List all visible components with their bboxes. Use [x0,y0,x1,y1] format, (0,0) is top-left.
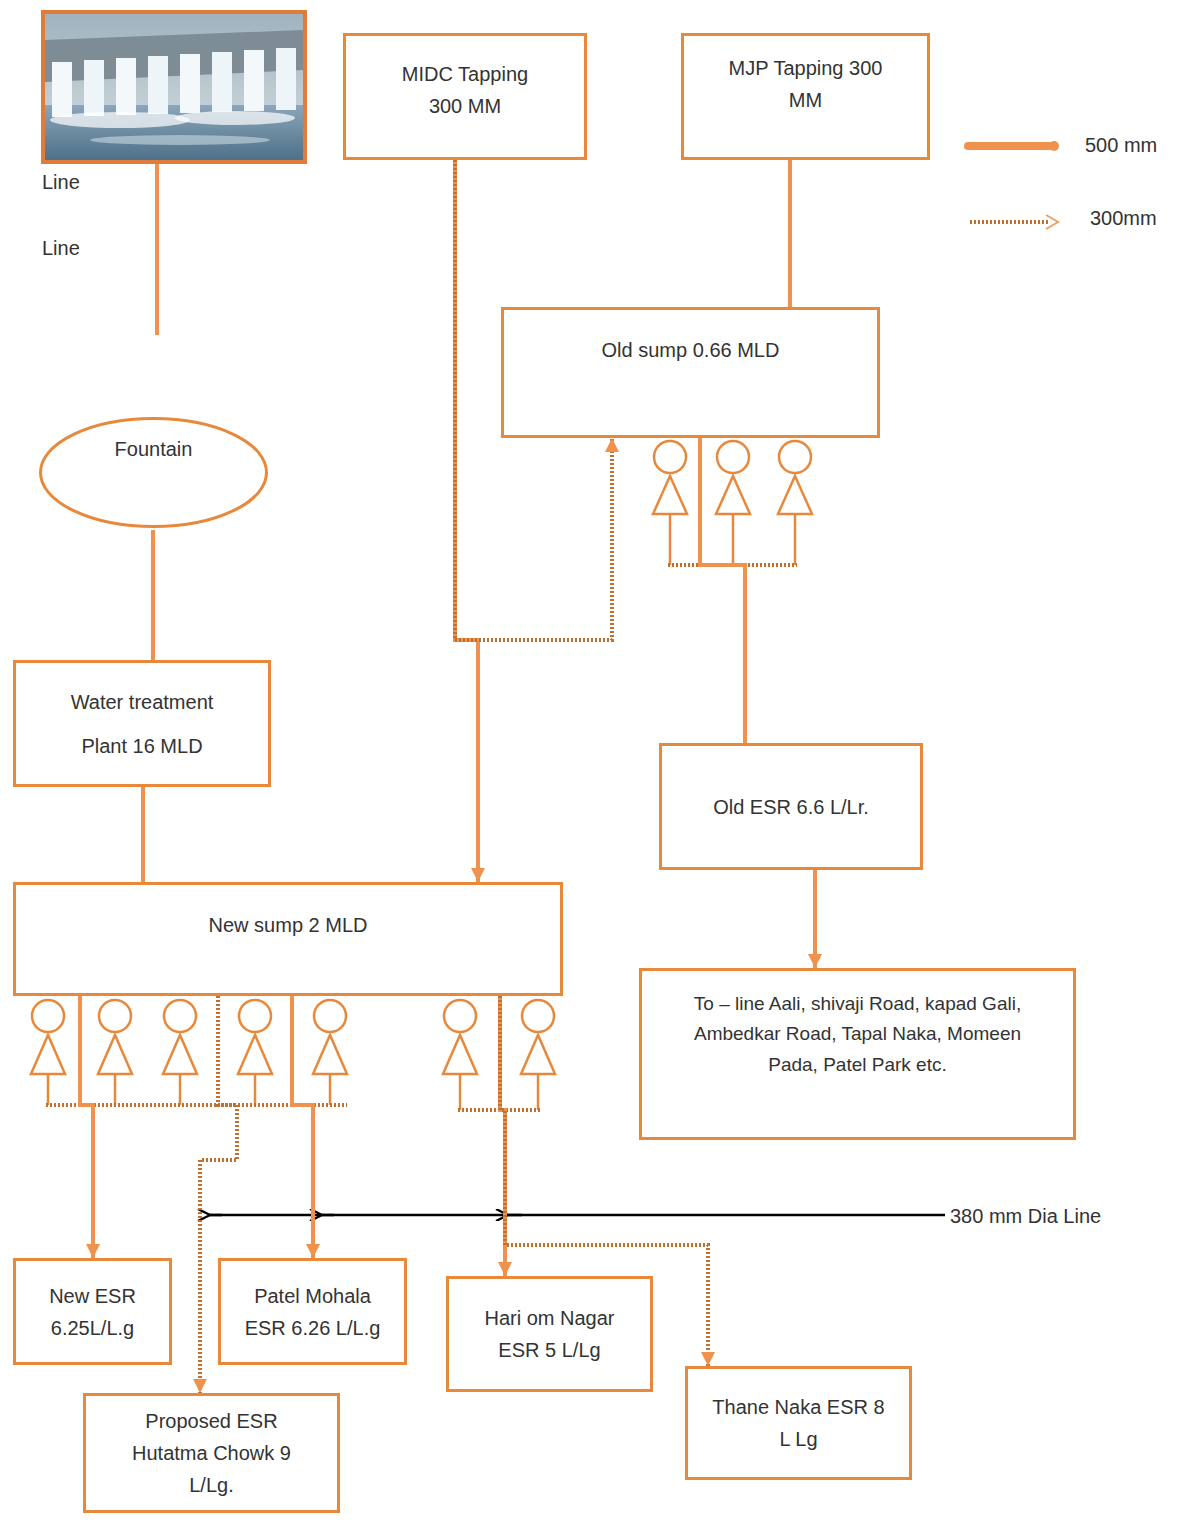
pipe-connector [80,996,93,1258]
pump-leg [537,1074,540,1110]
pump-leg [732,514,735,565]
raw-water-line [155,164,159,335]
pump-triangle [716,476,750,514]
dam-spill [84,60,104,116]
dam-picture [43,12,305,162]
dam-foam [175,111,295,125]
dam-spill [116,58,136,115]
pipe-connector [151,530,155,660]
reservoir-box: New ESR 6.25L/L.g [13,1258,172,1365]
pump-leg [179,1074,182,1105]
picture-frame [43,12,305,162]
dam-spill [52,62,72,117]
treatment-box: Water treatment Plant 16 MLD [13,660,271,787]
dam-ripple [90,135,270,145]
pipe-size-label: 380 mm Dia Line [948,1204,1103,1228]
pump-leg [794,514,797,565]
pump-triangle [313,1035,347,1074]
node-text: MJP Tapping 300 MM [724,52,887,116]
pump-circle [314,1000,346,1032]
pump-circle [239,1000,271,1032]
node-text: Fountain [115,433,193,465]
dam-spill [180,54,200,113]
pump-circle [99,1000,131,1032]
node-text: MIDC Tapping 300 MM [396,58,534,122]
dam-sky [43,12,305,162]
pump-triangle [778,476,812,514]
dia-380-arrow [210,1214,222,1217]
pump-circle [444,1000,476,1032]
node-text: To – line Aali, shivaji Road, kapad Gali… [670,989,1045,1080]
pump-triangle [521,1035,555,1074]
dam-spill [212,52,232,112]
pipe-connector [455,160,478,882]
pipe-connector [813,870,817,968]
node-text: New ESR 6.25L/L.g [40,1280,145,1344]
pump-triangle [238,1035,272,1074]
reservoir-box: Hari om Nagar ESR 5 L/Lg [446,1276,653,1392]
proposed-reservoir-box: Proposed ESR Hutatma Chowk 9 L/Lg. [83,1393,340,1513]
ellipse-outline [37,415,270,530]
supply-area-box: To – line Aali, shivaji Road, kapad Gali… [639,968,1076,1140]
source-box: MJP Tapping 300 MM [681,33,930,160]
pump-leg [669,514,672,565]
legend-sample-500 [968,142,1052,150]
dam-water [45,105,303,160]
dam-spill [276,48,296,110]
node-text: Thane Naka ESR 8 L Lg [712,1391,885,1455]
fountain-ellipse: Fountain [37,415,270,530]
pipe-connector [788,160,792,307]
pump-leg [329,1074,332,1105]
pump-leg [459,1074,462,1110]
source-box: MIDC Tapping 300 MM [343,33,587,160]
sump-box: New sump 2 MLD [13,882,563,996]
pipe-label: Line [40,170,82,194]
pump-triangle [31,1035,65,1074]
pump-leg [114,1074,117,1105]
legend-text: 300mm [1088,206,1159,230]
node-text: Old sump 0.66 MLD [602,334,780,366]
pump-circle [654,441,686,473]
legend-text: 500 mm [1083,133,1159,157]
sump-box: Old sump 0.66 MLD [501,307,880,438]
pump-circle [164,1000,196,1032]
pipe-connector [141,787,145,882]
pump-circle [32,1000,64,1032]
pump-leg [254,1074,257,1105]
node-text: Old ESR 6.6 L/Lr. [713,791,869,823]
pump-triangle [98,1035,132,1074]
node-text: New sump 2 MLD [209,909,368,941]
node-text: Patel Mohala ESR 6.26 L/L.g [239,1280,386,1344]
dam-foam [50,112,190,128]
pump-circle [522,1000,554,1032]
pipe-label: Line [40,236,82,260]
pump-triangle [163,1035,197,1074]
dam-spill [244,50,264,111]
reservoir-box: Patel Mohala ESR 6.26 L/L.g [218,1258,407,1365]
pump-circle [779,441,811,473]
pump-leg [47,1074,50,1105]
pump-triangle [653,476,687,514]
node-text: Proposed ESR Hutatma Chowk 9 L/Lg. [116,1405,307,1501]
ellipse-shape [40,418,266,526]
legend-sample-head [1046,215,1058,229]
reservoir-box: Old ESR 6.6 L/Lr. [659,743,923,870]
pump-group [653,441,812,565]
dam-wall [45,30,303,82]
pipe-connector [700,438,745,743]
dia-380-line [208,1214,945,1217]
dam-spill [148,56,168,114]
reservoir-box: Thane Naka ESR 8 L Lg [685,1366,912,1480]
pipe-connector [292,996,313,1258]
dia-380-arrow [508,1214,522,1217]
node-text: Hari om Nagar ESR 5 L/Lg [471,1302,628,1366]
node-text: Water treatment Plant 16 MLD [64,680,220,768]
legend-sample-end [1049,141,1059,151]
pump-triangle [443,1035,477,1074]
legend-sample-300 [970,220,1050,224]
pump-circle [717,441,749,473]
dia-380-arrow [322,1214,334,1217]
